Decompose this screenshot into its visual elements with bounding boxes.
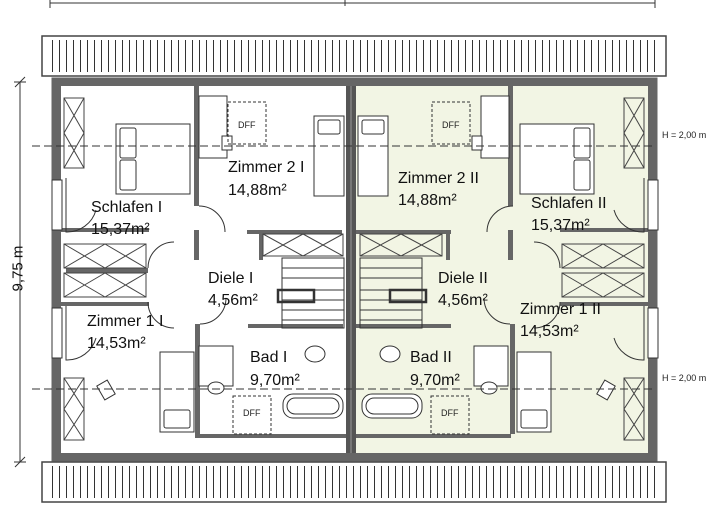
room-area-zimmer-2-i: 14,88m²: [228, 182, 287, 199]
skylight-boxes: [227, 101, 471, 435]
skylight-label: DFF: [442, 120, 460, 130]
room-area-schlafen-i: 15,37m²: [91, 221, 150, 238]
room-name-diele-i: Diele I: [208, 270, 254, 287]
room-name-zimmer-1-i: Zimmer 1 I: [87, 313, 164, 330]
stairs-unit-i: [276, 257, 345, 329]
stairs-unit-ii: [359, 257, 428, 329]
room-area-zimmer-1-ii: 14,53m²: [520, 323, 579, 340]
room-name-zimmer-1-ii: Zimmer 1 II: [520, 301, 601, 318]
top-dimension-line: [49, 0, 656, 8]
room-area-zimmer-1-i: 14,53m²: [87, 335, 146, 352]
windows: [51, 179, 659, 359]
skylight-label: DFF: [238, 120, 256, 130]
left-dimension-line: [14, 76, 26, 468]
bath-fixtures: [207, 345, 498, 419]
room-area-diele-i: 4,56m²: [208, 292, 258, 309]
skylight-label: DFF: [243, 408, 261, 418]
beds: [115, 115, 595, 433]
height-mark-bottom: H = 2,00 m: [662, 373, 707, 383]
room-area-bad-ii: 9,70m²: [410, 372, 460, 389]
door-swings: [65, 178, 645, 361]
room-area-diele-ii: 4,56m²: [438, 292, 488, 309]
unit-i-walls: [61, 86, 346, 438]
unit-ii-walls: [356, 86, 648, 438]
closets: [63, 97, 645, 441]
room-name-zimmer-2-i: Zimmer 2 I: [228, 159, 305, 176]
room-name-schlafen-ii: Schlafen II: [531, 195, 607, 212]
depth-dimension-label: 9,75 m: [9, 245, 27, 292]
room-area-bad-i: 9,70m²: [250, 372, 300, 389]
room-name-schlafen-i: Schlafen I: [91, 199, 163, 216]
roof-eave-bottom: [41, 461, 667, 503]
room-name-bad-i: Bad I: [250, 349, 288, 366]
height-mark-top: H = 2,00 m: [662, 130, 707, 140]
desks: [96, 95, 616, 401]
roof-eave-top: [41, 35, 667, 77]
room-name-bad-ii: Bad II: [410, 349, 452, 366]
room-name-zimmer-2-ii: Zimmer 2 II: [398, 170, 479, 187]
room-area-zimmer-2-ii: 14,88m²: [398, 192, 457, 209]
room-name-diele-ii: Diele II: [438, 270, 488, 287]
height-lines: [32, 145, 655, 390]
skylight-label: DFF: [441, 408, 459, 418]
room-area-schlafen-ii: 15,37m²: [531, 217, 590, 234]
